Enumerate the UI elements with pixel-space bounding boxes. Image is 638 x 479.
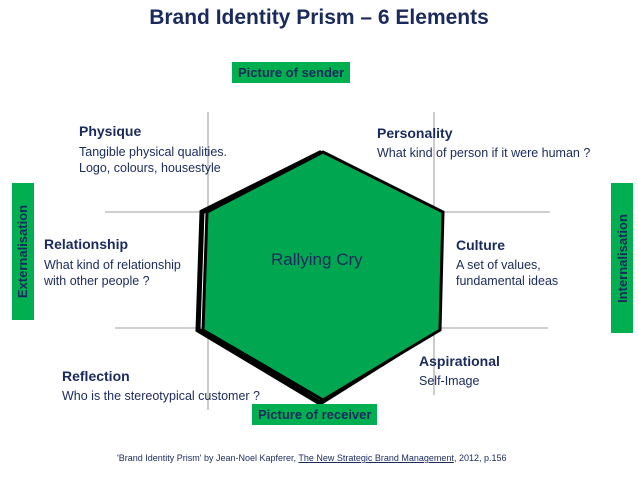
physique-heading: Physique (79, 123, 142, 139)
relationship-line1: What kind of relationship (44, 258, 181, 272)
externalisation-label: Externalisation (15, 204, 31, 299)
page-title: Brand Identity Prism – 6 Elements (149, 6, 489, 29)
relationship-line2: with other people ? (44, 274, 150, 288)
aspirational-heading: Aspirational (419, 353, 500, 369)
aspirational-line1: Self-Image (419, 374, 480, 388)
externalisation-tag: Externalisation (12, 183, 34, 320)
reflection-line1: Who is the stereotypical customer ? (62, 389, 260, 403)
internalisation-tag: Internalisation (611, 183, 633, 333)
culture-heading: Culture (456, 237, 505, 253)
citation: 'Brand Identity Prism' by Jean-Noel Kapf… (117, 453, 507, 463)
culture-line1: A set of values, (456, 258, 541, 272)
citation-suffix: , 2012, p.156 (453, 453, 507, 463)
relationship-heading: Relationship (44, 236, 129, 252)
citation-book: The New Strategic Brand Management (298, 453, 454, 463)
center-label: Rallying Cry (271, 250, 363, 269)
personality-heading: Personality (377, 125, 453, 141)
personality-line1: What kind of person if it were human ? (377, 146, 591, 160)
citation-prefix: 'Brand Identity Prism' by Jean-Noel Kapf… (117, 453, 299, 463)
hexagon-prism (201, 150, 445, 402)
receiver-tag: Picture of receiver (252, 404, 378, 425)
physique-line1: Tangible physical qualities. (79, 145, 228, 159)
reflection-heading: Reflection (62, 368, 130, 384)
sender-tag: Picture of sender (232, 62, 351, 83)
culture-line2: fundamental ideas (456, 274, 559, 288)
internalisation-label: Internalisation (614, 213, 630, 303)
physique-line2: Logo, colours, housestyle (79, 161, 221, 175)
